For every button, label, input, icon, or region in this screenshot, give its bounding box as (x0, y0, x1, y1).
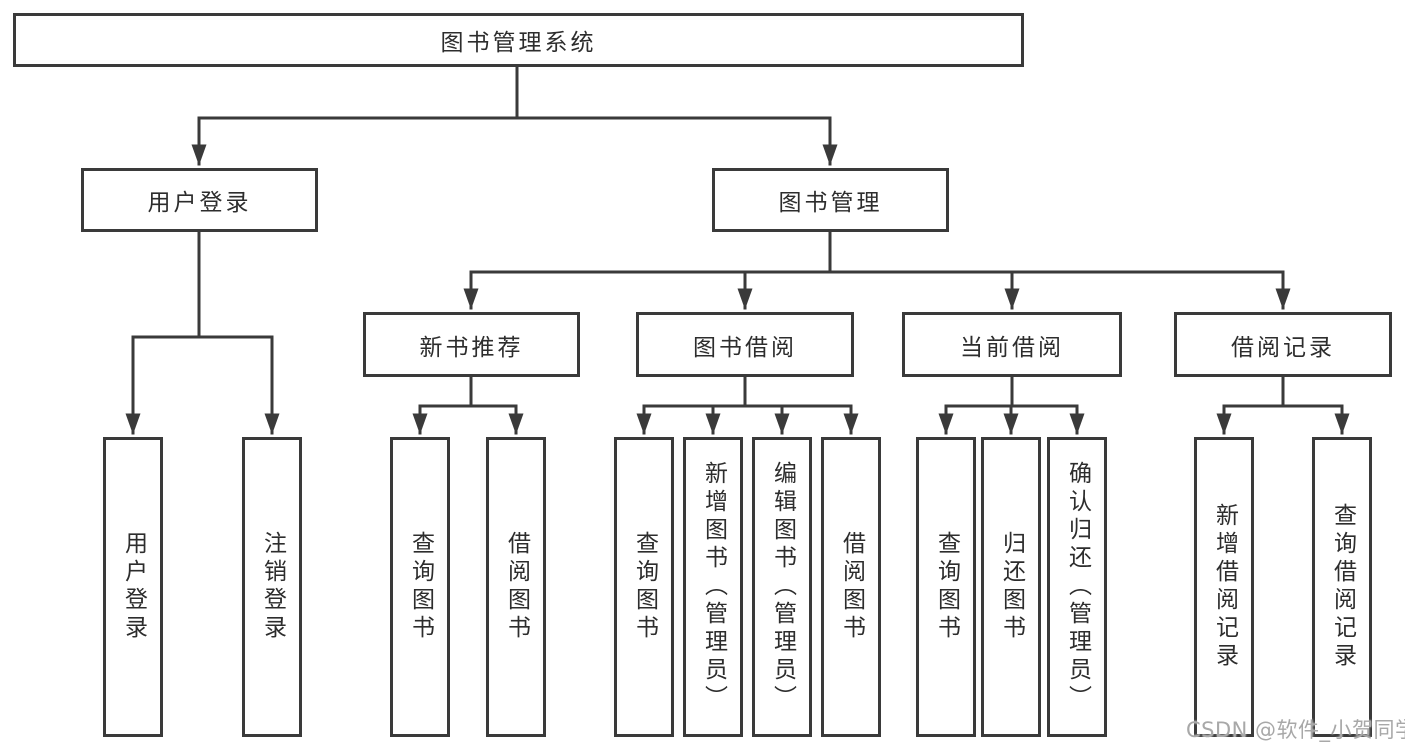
leaf-bb-edit-books-admin-label: 编辑图书（管理员） (769, 461, 796, 713)
node-book-borrowing: 图书借阅 (636, 312, 854, 377)
leaf-bb-borrow-books-label: 借阅图书 (838, 531, 865, 643)
node-current-borrowing-label: 当前借阅 (960, 334, 1064, 361)
leaf-nb-borrow-books-label: 借阅图书 (503, 531, 530, 643)
leaf-cb-return-books-label: 归还图书 (998, 531, 1025, 643)
leaf-cb-return-books: 归还图书 (981, 437, 1041, 737)
leaf-logout-label: 注销登录 (259, 531, 286, 643)
leaf-bb-borrow-books: 借阅图书 (821, 437, 881, 737)
node-user-login: 用户登录 (81, 168, 318, 232)
leaf-bb-query-books-label: 查询图书 (631, 531, 658, 643)
node-borrowing-records: 借阅记录 (1174, 312, 1392, 377)
leaf-bb-edit-books-admin: 编辑图书（管理员） (752, 437, 812, 737)
node-book-management: 图书管理 (712, 168, 949, 232)
leaf-nb-query-books: 查询图书 (390, 437, 450, 737)
leaf-cb-confirm-return-admin-label: 确认归还（管理员） (1064, 461, 1091, 713)
leaf-nb-borrow-books: 借阅图书 (486, 437, 546, 737)
node-book-management-label: 图书管理 (778, 190, 883, 216)
node-library-system-label: 图书管理系统 (440, 30, 597, 56)
leaf-cb-query-books: 查询图书 (916, 437, 976, 737)
node-user-login-label: 用户登录 (147, 190, 252, 216)
leaf-br-add-record-label: 新增借阅记录 (1211, 503, 1238, 671)
leaf-br-query-record-label: 查询借阅记录 (1329, 503, 1356, 671)
node-new-book-recommend-label: 新书推荐 (419, 334, 524, 361)
node-book-borrowing-label: 图书借阅 (693, 334, 797, 361)
leaf-br-add-record: 新增借阅记录 (1194, 437, 1254, 737)
leaf-bb-add-books-admin-label: 新增图书（管理员） (700, 461, 727, 713)
leaf-user-login: 用户登录 (103, 437, 163, 737)
leaf-bb-add-books-admin: 新增图书（管理员） (683, 437, 743, 737)
leaf-cb-confirm-return-admin: 确认归还（管理员） (1047, 437, 1107, 737)
leaf-bb-query-books: 查询图书 (614, 437, 674, 737)
watermark: CSDN @软件_小贺同学 (1186, 718, 1405, 742)
node-library-system: 图书管理系统 (13, 13, 1024, 67)
node-new-book-recommend: 新书推荐 (363, 312, 580, 377)
node-current-borrowing: 当前借阅 (902, 312, 1122, 377)
leaf-cb-query-books-label: 查询图书 (933, 531, 960, 643)
leaf-br-query-record: 查询借阅记录 (1312, 437, 1372, 737)
leaf-nb-query-books-label: 查询图书 (407, 531, 434, 643)
leaf-user-login-label: 用户登录 (120, 531, 147, 643)
node-borrowing-records-label: 借阅记录 (1231, 334, 1335, 361)
leaf-logout: 注销登录 (242, 437, 302, 737)
